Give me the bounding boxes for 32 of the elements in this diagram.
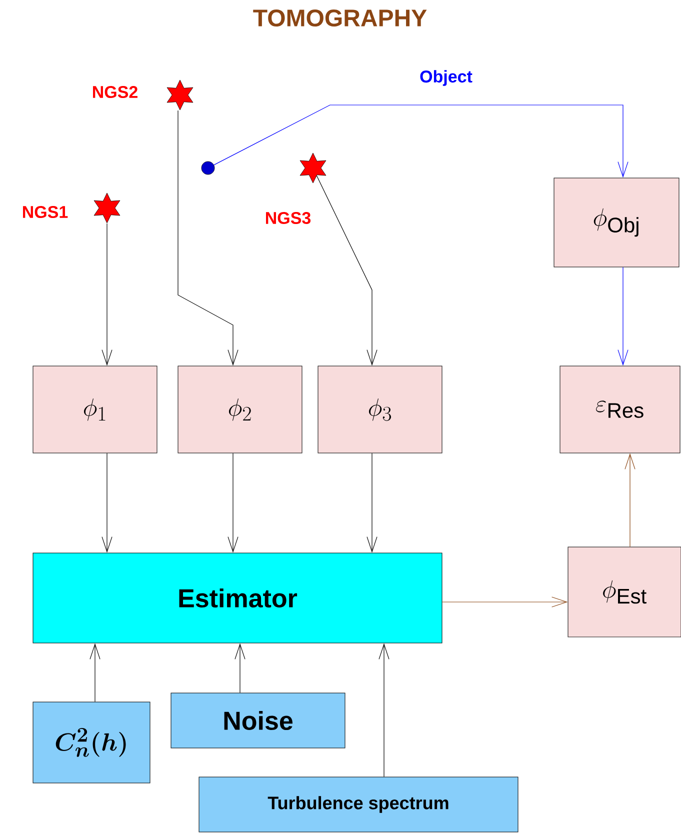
formula-box: $\phi_{3}$ [318, 366, 442, 454]
arrow [178, 110, 238, 366]
star-icon [94, 192, 120, 224]
arrow [234, 643, 246, 694]
process-box: Noise [170, 692, 346, 748]
object-label: Object [420, 70, 472, 86]
arrow [442, 596, 568, 608]
star-icon [300, 152, 326, 184]
formula-box: $\phi_{2}$ [178, 366, 302, 454]
arrow [102, 223, 112, 366]
arrow [366, 452, 378, 553]
formula-box: $\phi_{\mathrm{Obj}}$ [554, 178, 680, 268]
formula-box: $\phi_{1}$ [32, 366, 158, 454]
formula-box: $\varepsilon_{\mathrm{Res}}$ [560, 366, 680, 454]
arrow [618, 266, 628, 366]
process-box: Estimator [32, 552, 442, 644]
formula-box: $\phi_{\mathrm{Est}}$ [568, 546, 681, 638]
arrow [102, 452, 112, 553]
arrow [90, 643, 100, 702]
star-label: NGS1 [23, 206, 68, 218]
title: TOMOGRAPHY [253, 10, 427, 26]
star-label: NGS2 [93, 86, 138, 98]
star-label: NGS3 [266, 212, 311, 224]
arrow [378, 643, 390, 778]
arrow [214, 104, 628, 178]
process-box: Turbulence spectrum [198, 776, 518, 832]
formula-box: $\boldsymbol{C_{n}^{2}(h)}$ [32, 702, 150, 784]
arrow [624, 453, 636, 548]
arrow [228, 452, 238, 553]
star-icon [166, 80, 194, 110]
object-dot [201, 161, 215, 175]
arrow [316, 175, 378, 366]
